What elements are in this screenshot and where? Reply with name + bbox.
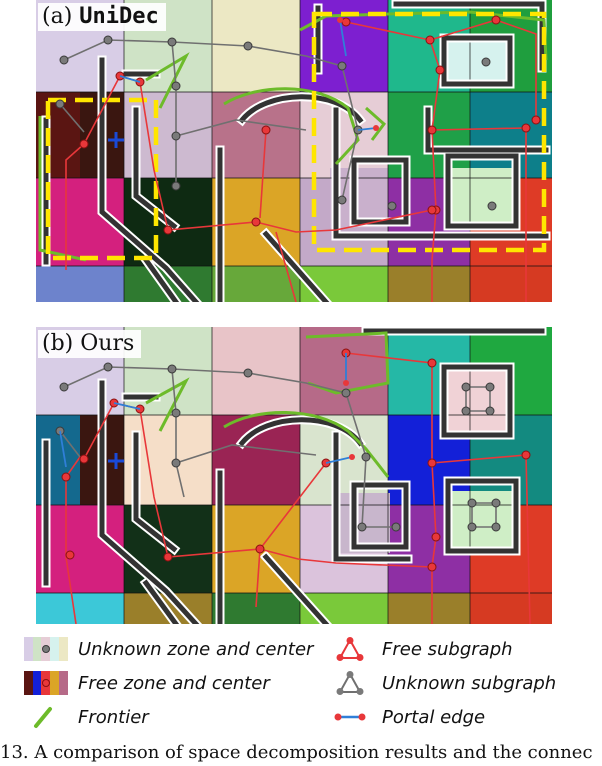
legend-item-unknown-zone: Unknown zone and center	[24, 636, 313, 662]
free-zone	[388, 593, 470, 624]
portal-edge-icon	[334, 713, 366, 721]
unknown-subgraph-nodes	[55, 362, 501, 532]
room	[452, 168, 516, 228]
agent-marker-icon	[108, 132, 124, 148]
unknown-subgraph-icon	[336, 671, 364, 695]
unknown-zone-swatch	[24, 637, 68, 661]
legend-item-unknown-subgraph: Unknown subgraph	[328, 670, 556, 696]
room	[448, 369, 508, 433]
free-zone	[300, 327, 388, 415]
agent-marker-icon	[108, 453, 124, 469]
unknown-zone	[212, 327, 300, 415]
panel-a-label: (a) UniDec	[38, 3, 166, 31]
portal-edges	[119, 17, 379, 131]
panel-b-ours: (b) Ours	[36, 327, 552, 624]
unknown-zone	[212, 0, 300, 92]
wall	[43, 1, 549, 302]
legend: Unknown zone and center Free subgraph Fr…	[24, 632, 584, 736]
legend-label: Free zone and center	[78, 672, 270, 694]
free-zone	[470, 266, 552, 302]
panel-a-unidec: (a) UniDec	[36, 0, 552, 302]
unidec-map	[36, 0, 552, 302]
legend-label: Unknown zone and center	[78, 638, 314, 660]
legend-label: Free subgraph	[382, 638, 513, 660]
legend-label: Unknown subgraph	[382, 672, 557, 694]
frontier-icon	[34, 707, 52, 728]
free-zone-swatch	[24, 671, 68, 695]
legend-item-free-zone: Free zone and center	[24, 670, 270, 696]
free-zone	[388, 266, 470, 302]
free-subgraph-nodes	[79, 15, 541, 235]
highlight-boxes	[45, 11, 547, 261]
free-zone	[470, 92, 552, 178]
legend-item-portal-edge: Portal edge	[328, 704, 485, 730]
legend-label: Portal edge	[382, 706, 486, 728]
figure-caption: 13. A comparison of space decomposition …	[0, 742, 593, 763]
free-zone	[470, 593, 552, 624]
free-zone	[36, 266, 124, 302]
free-zone	[36, 593, 124, 624]
panel-b-label: (b) Ours	[38, 330, 142, 358]
free-zone	[36, 505, 124, 593]
legend-label: Frontier	[78, 706, 149, 728]
free-subgraph-icon	[336, 637, 364, 661]
room	[452, 491, 516, 553]
room	[448, 40, 508, 84]
portal-edges	[59, 353, 355, 468]
free-zone	[212, 266, 300, 302]
unknown-subgraph-nodes	[55, 35, 497, 211]
ours-map	[36, 327, 552, 624]
legend-item-frontier: Frontier	[24, 704, 149, 730]
frontier	[145, 331, 390, 478]
legend-item-free-subgraph: Free subgraph	[328, 636, 513, 662]
